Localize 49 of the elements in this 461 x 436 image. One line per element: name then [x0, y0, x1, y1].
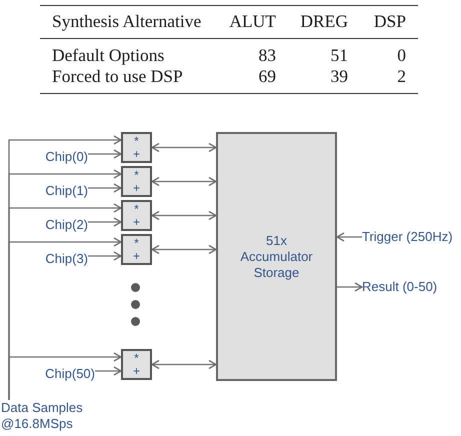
- multiply-add-block: [121, 349, 152, 380]
- table-value: 69: [258, 66, 276, 86]
- multiply-add-block: [121, 166, 152, 197]
- arrow: [337, 282, 363, 292]
- operator-symbol: *: [134, 134, 139, 147]
- signal-label: Trigger (250Hz): [362, 229, 453, 245]
- arrow: [336, 232, 362, 242]
- signal-label: Result (0-50): [362, 279, 438, 295]
- arrow: [88, 149, 122, 159]
- table-value: 51: [330, 45, 348, 65]
- signal-label: Chip(50): [45, 366, 95, 382]
- operator-symbol: +: [132, 216, 140, 228]
- table-value: 0: [397, 45, 406, 65]
- double-arrow: [151, 142, 217, 152]
- arrow: [88, 251, 122, 261]
- arrow: [88, 183, 122, 193]
- operator-symbol: +: [132, 250, 140, 262]
- accumulator-block: 51x Accumulator Storage: [216, 132, 337, 381]
- signal-label: Chip(0): [45, 149, 88, 165]
- table-value: 83: [258, 45, 276, 65]
- table-value: 2: [397, 66, 406, 86]
- double-arrow: [151, 360, 217, 370]
- signal-label: Chip(1): [45, 183, 88, 199]
- column-header: Synthesis Alternative: [52, 11, 202, 31]
- column-header: DSP: [374, 11, 406, 31]
- table-value: 39: [330, 66, 348, 86]
- multiply-add-block: [121, 200, 152, 231]
- operator-symbol: +: [132, 148, 140, 160]
- multiply-add-block: [121, 234, 152, 265]
- signal-label: Chip(2): [45, 217, 88, 233]
- input-label: Data Samples @16.8MSps: [1, 400, 91, 432]
- operator-symbol: *: [134, 168, 139, 181]
- operator-symbol: *: [134, 202, 139, 215]
- operator-symbol: *: [134, 236, 139, 249]
- operator-symbol: +: [132, 365, 140, 378]
- double-arrow: [151, 176, 217, 186]
- column-header: DREG: [300, 11, 348, 31]
- column-header: ALUT: [229, 11, 276, 31]
- operator-symbol: +: [132, 182, 140, 194]
- arrow: [88, 217, 122, 227]
- arrow: [8, 352, 122, 400]
- arrow: [95, 366, 122, 376]
- row-label: Default Options: [52, 45, 164, 65]
- double-arrow: [151, 244, 217, 254]
- double-arrow: [151, 210, 217, 220]
- operator-symbol: *: [134, 352, 139, 364]
- row-label: Forced to use DSP: [52, 66, 183, 86]
- multiply-add-block: [121, 132, 152, 163]
- signal-label: Chip(3): [45, 251, 88, 267]
